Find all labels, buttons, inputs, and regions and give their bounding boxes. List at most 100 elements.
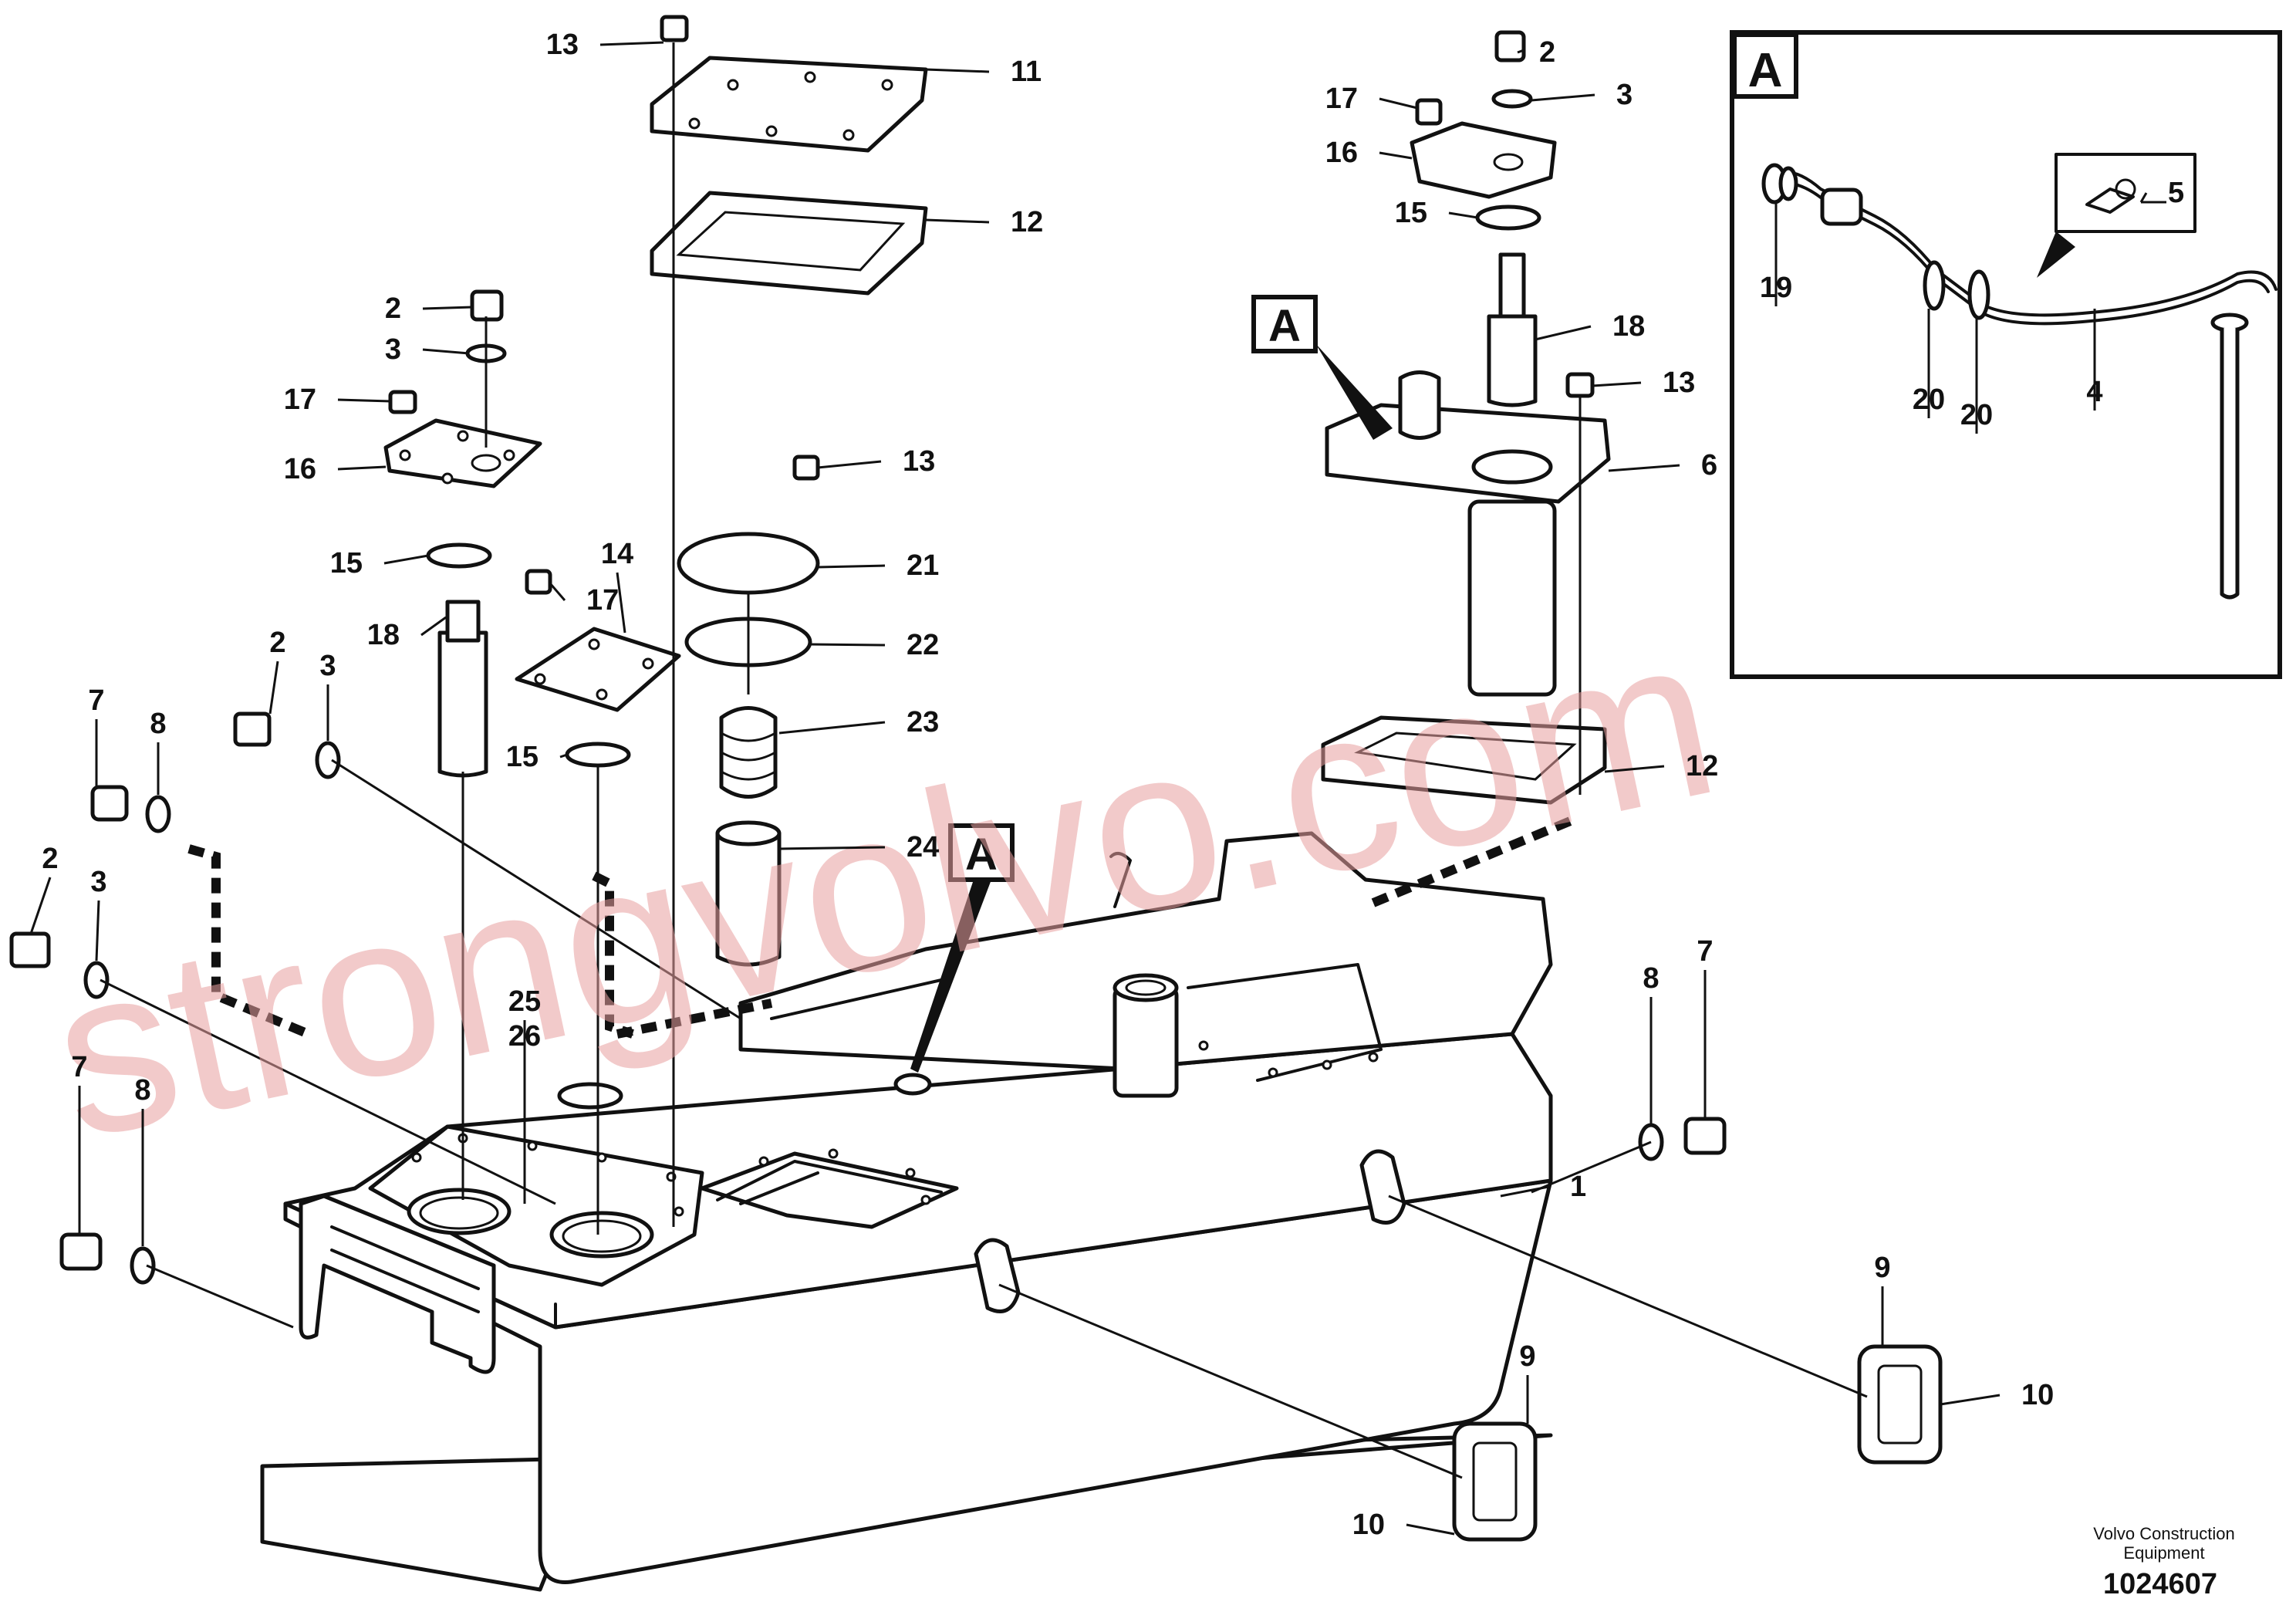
callout-1: 1 [1570,1171,1586,1203]
svg-text:A: A [1268,301,1301,351]
callout-15: 15 [506,741,539,773]
callout-leader-13 [599,41,664,46]
inspection-cover-assembly [650,15,928,1227]
callout-leader-10 [1940,1394,2001,1406]
callout-2: 2 [269,627,285,659]
callout-23: 23 [907,706,939,738]
callout-13: 13 [546,29,579,61]
callout-20: 20 [1913,384,1945,416]
callout-18: 18 [367,619,400,651]
callout-6: 6 [1701,449,1717,482]
callout-5: 5 [2168,177,2184,209]
company-name-line2: Equipment [2123,1543,2204,1563]
svg-text:A: A [965,830,998,880]
callout-21: 21 [907,549,939,582]
callout-8: 8 [150,708,166,740]
callout-13: 13 [1663,367,1695,399]
callout-13: 13 [903,445,935,478]
callout-leader-2 [268,661,279,715]
callout-leader-17 [337,398,391,403]
callout-leader-1 [1500,1185,1549,1198]
callout-leader-17 [1379,97,1418,110]
callout-15: 15 [330,547,363,580]
callout-leader-3 [422,348,470,355]
callout-leader-18 [420,616,447,637]
callout-leader-22 [809,643,886,647]
callout-leader-12 [925,218,990,224]
footer: Volvo Construction Equipment 1024607 [2093,1524,2234,1600]
view-marker-top: A [1251,295,1393,440]
callout-20: 20 [1960,399,1993,431]
callout-leader-14 [616,572,626,634]
view-marker-a-detail: A [1748,44,1783,97]
company-name-line1: Volvo Construction [2093,1524,2234,1543]
callout-labels: 1311122317161518132122232414171523782325… [42,29,2184,1541]
callout-leader-10 [1406,1523,1455,1536]
callout-7: 7 [88,684,104,717]
callout-4: 4 [2086,376,2102,408]
callout-2: 2 [42,843,58,875]
callout-22: 22 [907,629,939,661]
callout-leader-17 [549,583,566,601]
callout-3: 3 [1616,79,1633,111]
callout-16: 16 [284,453,316,485]
drawing-number: 1024607 [2103,1568,2217,1600]
fuel-tank [260,831,1553,1592]
callout-11: 11 [1011,56,1042,88]
callout-15: 15 [1395,197,1427,229]
callout-leader-13 [1592,381,1642,387]
callout-leader-2 [29,877,52,934]
callout-leader-11 [925,68,990,73]
callout-leader-15 [383,554,429,565]
phantom-lines [187,813,1580,1039]
callout-24: 24 [907,831,939,863]
middle-cover-assembly [515,569,681,1235]
callout-leader-24 [778,846,886,850]
callout-8: 8 [134,1074,150,1107]
callout-18: 18 [1612,310,1645,343]
right-sender-assembly [1321,30,1611,805]
callout-leader-5 [2139,192,2148,203]
callout-leader-15 [1448,211,1478,219]
callout-leader-3 [1531,93,1595,102]
callout-25: 25 [508,985,541,1018]
callout-9: 9 [1519,1340,1535,1373]
callout-17: 17 [586,584,619,617]
detail-view-a: A [1730,30,2282,679]
callout-8: 8 [1643,962,1659,995]
callout-leader-23 [778,721,886,735]
callout-26: 26 [508,1020,541,1053]
callout-12: 12 [1011,206,1043,238]
callout-leader-3 [95,900,100,961]
callout-leader-12 [1604,765,1665,773]
callout-leaders [29,41,2148,1536]
callout-3: 3 [385,333,401,366]
callout-17: 17 [284,384,316,416]
callout-7: 7 [71,1051,87,1083]
drain-covers [998,1195,1943,1542]
callout-19: 19 [1760,272,1792,304]
callout-14: 14 [601,538,633,570]
callout-16: 16 [1325,137,1358,169]
callout-7: 7 [1697,935,1713,968]
callout-3: 3 [319,650,336,682]
callout-leader-13 [817,460,882,469]
callout-leader-16 [1379,151,1413,160]
callout-9: 9 [1874,1252,1890,1284]
callout-10: 10 [1352,1509,1385,1541]
callout-leader-16 [337,465,387,471]
callout-leader-21 [817,564,886,569]
view-marker-tank: A [910,823,1015,1073]
callout-leader-6 [1608,464,1680,472]
side-plugs [9,711,1727,1329]
callout-leader-15 [559,753,568,759]
callout-12: 12 [1686,750,1718,782]
callout-2: 2 [385,292,401,325]
filter-assembly [677,454,820,967]
callout-2: 2 [1539,36,1555,69]
callout-leader-18 [1535,325,1592,341]
callout-3: 3 [90,866,106,898]
callout-17: 17 [1325,83,1358,115]
callout-10: 10 [2021,1379,2054,1411]
